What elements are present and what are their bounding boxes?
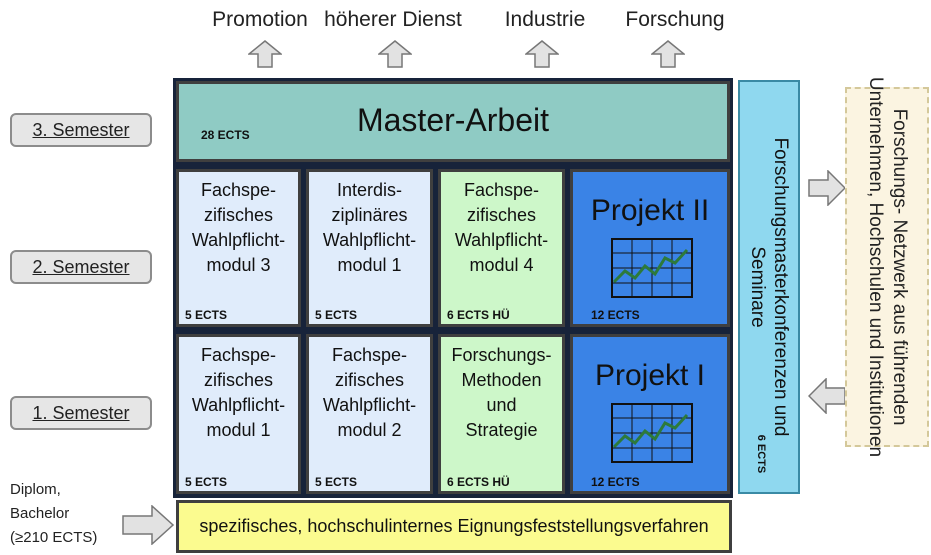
projekt-2-block: Projekt II 12 ECTS	[570, 169, 730, 327]
module-ects: 5 ECTS	[185, 475, 228, 489]
module-ects: 6 ECTS HÜ	[447, 475, 510, 489]
semester-label-1: 1. Semester	[10, 396, 152, 430]
projekt-1-block: Projekt I 12 ECTS	[570, 334, 730, 494]
prerequisite-text: Diplom,Bachelor(≥210 ECTS)	[10, 481, 98, 546]
research-network-text: Forschungs- Netzwerk aus führenden Unter…	[865, 76, 910, 458]
module-ects: 5 ECTS	[315, 308, 358, 322]
module-ects: 6 ECTS HÜ	[447, 308, 510, 322]
career-industrie: Industrie	[504, 8, 586, 31]
semester-label-2: 2. Semester	[10, 250, 152, 284]
master-thesis-title: Master-Arbeit	[356, 102, 550, 138]
research-seminar-text: Forschungsmasterkonferenzen und Seminare	[747, 137, 791, 437]
up-arrow-icon	[525, 40, 559, 68]
research-network-box: Forschungs- Netzwerk aus führenden Unter…	[845, 77, 929, 457]
line-chart-icon	[611, 403, 693, 463]
projekt-2-title: Projekt II	[590, 194, 710, 227]
module-ects: 5 ECTS	[315, 475, 358, 489]
research-seminar-ects: 6 ECTS	[755, 434, 767, 474]
right-arrow-icon	[808, 170, 846, 206]
admission-procedure-bar: spezifisches, hochschulinternes Eignungs…	[176, 500, 732, 553]
right-arrow-icon	[122, 505, 174, 545]
projekt-1-ects: 12 ECTS	[591, 475, 640, 489]
up-arrow-icon	[378, 40, 412, 68]
career-forschung: Forschung	[625, 8, 725, 31]
semester-label-3: 3. Semester	[10, 113, 152, 147]
career-hoeherer-dienst: höherer Dienst	[324, 8, 462, 31]
master-thesis-block: Master-Arbeit 28 ECTS	[176, 81, 730, 162]
projekt-1-title: Projekt I	[594, 359, 706, 392]
line-chart-icon	[611, 238, 693, 298]
career-promotion: Promotion	[212, 8, 308, 31]
research-seminar-column: Forschungsmasterkonferenzen und Seminare…	[738, 80, 800, 494]
module-ects: 5 ECTS	[185, 308, 228, 322]
projekt-2-ects: 12 ECTS	[591, 308, 640, 322]
left-arrow-icon	[808, 378, 846, 414]
up-arrow-icon	[651, 40, 685, 68]
master-thesis-ects: 28 ECTS	[201, 128, 250, 142]
up-arrow-icon	[248, 40, 282, 68]
